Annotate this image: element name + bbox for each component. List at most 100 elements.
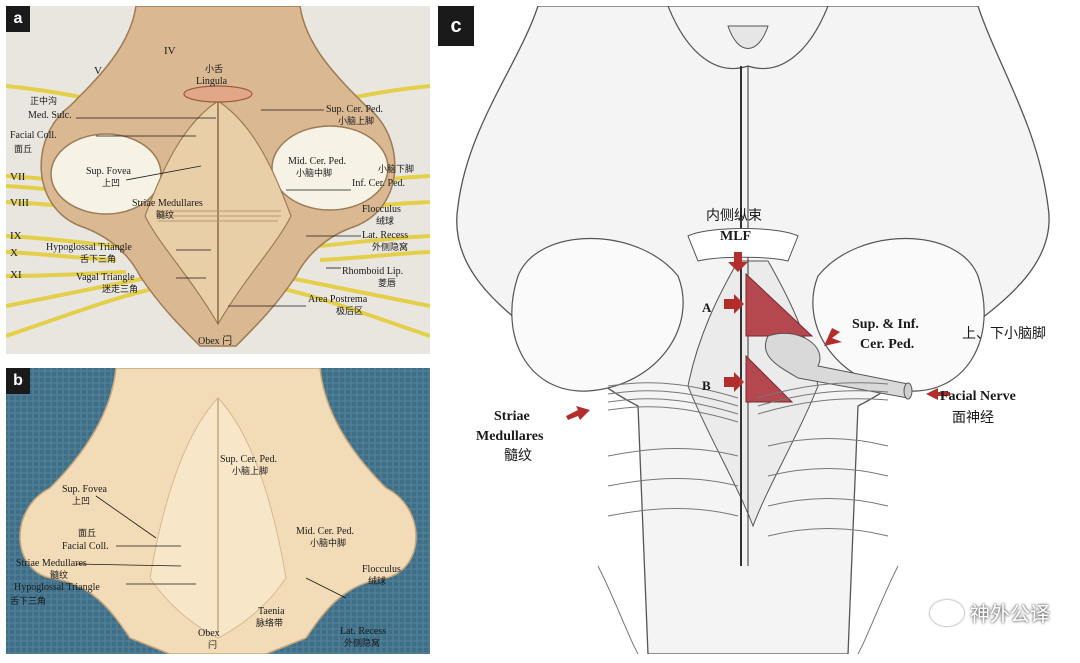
inf-cer-ped-label: Inf. Cer. Ped. <box>352 178 405 189</box>
striae-label-1: Striae <box>494 409 530 424</box>
left-cerebellar-peduncle-cut <box>511 238 684 392</box>
leader-lines <box>76 109 361 307</box>
med-sulc-label-cn: 正中沟 <box>30 95 57 107</box>
pineal-recess <box>727 25 769 49</box>
sup-fovea-label: Sup. Fovea <box>86 166 132 177</box>
sup-cer-ped-label: Sup. Cer. Ped. <box>326 104 383 115</box>
panel-c-illustration: 内侧纵束 MLF A B Sup. & Inf. Cer. Ped. 上、下小脑… <box>438 6 1074 654</box>
label-b: B <box>702 378 711 393</box>
lat-recess-label: Lat. Recess <box>340 626 386 637</box>
sup-inf-ped-label-1: Sup. & Inf. <box>852 317 919 332</box>
striae-arrow <box>566 406 590 420</box>
mlf-region <box>687 228 799 262</box>
striae-label: Striae Medullares <box>132 198 203 209</box>
panel-b-photo: Sup. Cer. Ped. 小脑上脚 Sup. Fovea 上凹 面丘 Fac… <box>6 368 430 654</box>
panel-c-drawing: 内侧纵束 MLF A B Sup. & Inf. Cer. Ped. 上、下小脑… <box>456 6 1050 654</box>
facial-coll-label: Facial Coll. <box>10 130 57 141</box>
left-cut-peduncle <box>50 133 162 215</box>
right-cut-peduncle <box>271 125 389 211</box>
rhomboid-lip-label-cn: 菱唇 <box>378 277 396 289</box>
triangle-b <box>745 354 794 403</box>
striae-label: Striae Medullares <box>16 558 87 569</box>
area-postrema-label-cn: 极后区 <box>336 305 363 317</box>
sup-fovea-label-cn: 上凹 <box>72 496 90 507</box>
facial-nerve-label-cn: 面神经 <box>952 410 994 426</box>
obex-label: Obex 闩 <box>198 334 232 347</box>
obex-label-cn: 闩 <box>208 639 217 651</box>
flocculus-label: Flocculus <box>362 204 401 215</box>
hypoglossal-label-cn: 舌下三角 <box>10 595 46 607</box>
striae-label-cn: 髓纹 <box>50 569 68 581</box>
sup-inf-ped-label-2: Cer. Ped. <box>860 337 914 352</box>
cranial-nerve-label: IX <box>10 230 22 242</box>
sup-fovea-label-cn: 上凹 <box>102 178 120 189</box>
watermark-text: 神外公译 <box>970 602 1050 626</box>
mid-cer-ped-label-cn: 小脑中脚 <box>296 167 332 179</box>
cranial-nerve-fibers <box>6 44 430 338</box>
arrow-b <box>724 372 744 392</box>
sup-cer-ped-label-cn: 小脑上脚 <box>338 115 374 127</box>
leader-lines <box>75 495 347 599</box>
facial-coll-label-cn: 面丘 <box>14 144 32 155</box>
lingula-label: Lingula <box>196 76 228 87</box>
area-postrema-label: Area Postrema <box>308 294 368 305</box>
watermark: 神外公译 <box>930 598 1050 627</box>
striae-label-cn: 髓纹 <box>504 448 532 464</box>
lingula-shape <box>183 85 253 103</box>
panel-b-drawing: Sup. Cer. Ped. 小脑上脚 Sup. Fovea 上凹 面丘 Fac… <box>6 368 430 654</box>
cranial-nerve-label: XI <box>10 269 22 281</box>
sup-fovea-label: Sup. Fovea <box>62 484 108 495</box>
cranial-nerve-label: V <box>94 65 102 77</box>
mid-cer-ped-label: Mid. Cer. Ped. <box>288 156 346 167</box>
panel-a-drawing: IV V VII VIII IX X XI 小舌 Lingula 正中沟 Med… <box>6 6 430 347</box>
cranial-nerve-label: VII <box>10 171 26 183</box>
taenia-label-cn: 脉络带 <box>256 617 283 629</box>
med-sulc-label: Med. Sulc. <box>28 110 72 121</box>
mid-cer-ped-label: Mid. Cer. Ped. <box>296 526 354 537</box>
taenia-label: Taenia <box>258 606 285 617</box>
right-cerebellar-peduncle-cut <box>812 238 985 392</box>
sup-cer-ped-label: Sup. Cer. Ped. <box>220 454 277 465</box>
hypoglossal-label: Hypoglossal Triangle <box>46 242 132 253</box>
lat-recess-label-cn: 外侧隐窝 <box>372 241 408 253</box>
hypoglossal-label: Hypoglossal Triangle <box>14 582 100 593</box>
flocculus-label-cn: 绒球 <box>376 215 394 227</box>
peduncle-arrow <box>824 328 842 346</box>
wechat-icon <box>930 599 964 626</box>
panel-c-letter: c <box>438 6 474 46</box>
facial-nerve-label: Facial Nerve <box>940 389 1016 404</box>
flocculus-label-cn: 绒球 <box>368 575 386 587</box>
cranial-nerve-label: IV <box>164 45 176 57</box>
lat-recess-label: Lat. Recess <box>362 230 408 241</box>
vagal-label-cn: 迷走三角 <box>102 283 138 295</box>
hypoglossal-label-cn: 舌下三角 <box>80 253 116 265</box>
obex-label: Obex <box>198 628 220 639</box>
striae-medullares-lines <box>607 382 889 423</box>
cranial-nerve-label: X <box>10 247 18 259</box>
striae-label-cn: 髓纹 <box>156 209 174 221</box>
panel-b-letter: b <box>6 368 30 394</box>
striae-lines <box>156 210 281 222</box>
cranial-nerve-label: VIII <box>10 197 29 209</box>
panel-a-illustration: IV V VII VIII IX X XI 小舌 Lingula 正中沟 Med… <box>6 6 430 354</box>
facial-nerve-arrow <box>926 388 950 400</box>
facial-coll-label-cn: 面丘 <box>78 528 96 539</box>
arrow-a <box>724 294 744 314</box>
sup-cer-ped-label-cn: 小脑上脚 <box>232 465 268 477</box>
sup-inf-ped-label-cn: 上、下小脑脚 <box>962 326 1046 342</box>
vagal-label: Vagal Triangle <box>76 272 135 283</box>
striae-label-2: Medullares <box>476 429 544 444</box>
mlf-label: MLF <box>720 229 751 244</box>
facial-nerve-end <box>903 382 913 400</box>
inf-cer-ped-label-cn: 小脑下脚 <box>378 163 414 175</box>
mlf-arrow <box>728 252 748 272</box>
label-a: A <box>702 300 712 315</box>
red-arrows <box>566 252 950 420</box>
lingula-label-cn: 小舌 <box>205 64 223 75</box>
medulla-fibers <box>597 438 899 654</box>
lat-recess-label-cn: 外侧隐窝 <box>344 637 380 649</box>
panel-a-letter: a <box>6 6 30 32</box>
mlf-label-cn: 内侧纵束 <box>706 208 762 224</box>
mid-cer-ped-label-cn: 小脑中脚 <box>310 537 346 549</box>
facial-coll-label: Facial Coll. <box>62 541 109 552</box>
